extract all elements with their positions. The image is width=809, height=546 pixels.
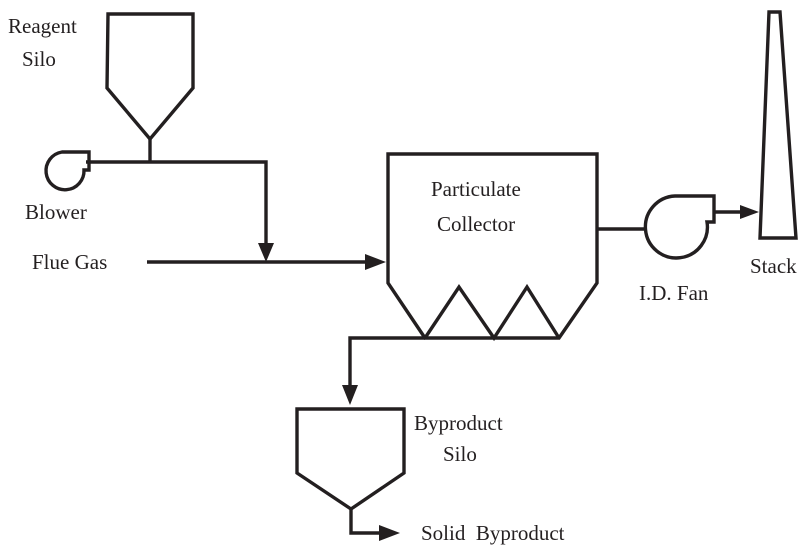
particulate-collector-label-line1: Particulate (431, 177, 521, 201)
blower-icon (44, 150, 91, 192)
flue-gas-line (147, 254, 386, 270)
reagent-silo (105, 12, 195, 142)
id-fan-icon (643, 194, 716, 260)
reagent-silo-label-line1: Reagent (8, 14, 77, 38)
solid-byproduct-line (349, 509, 400, 541)
particulate-collector-label-line2: Collector (437, 212, 515, 236)
byproduct-discharge-line (342, 336, 425, 405)
byproduct-silo (295, 407, 406, 512)
stack (758, 10, 798, 240)
id-fan-label: I.D. Fan (639, 281, 709, 305)
stack-label: Stack (750, 254, 797, 278)
flue-gas-label: Flue Gas (32, 250, 107, 274)
byproduct-silo-label-line2: Silo (443, 442, 477, 466)
reagent-feed-line (86, 139, 274, 262)
reagent-silo-label-line2: Silo (22, 47, 56, 71)
solid-byproduct-label: Solid Byproduct (421, 521, 565, 545)
particulate-collector (386, 152, 599, 342)
fan-to-stack-line (714, 205, 759, 219)
byproduct-silo-label-line1: Byproduct (414, 411, 503, 435)
blower-label: Blower (25, 200, 87, 224)
